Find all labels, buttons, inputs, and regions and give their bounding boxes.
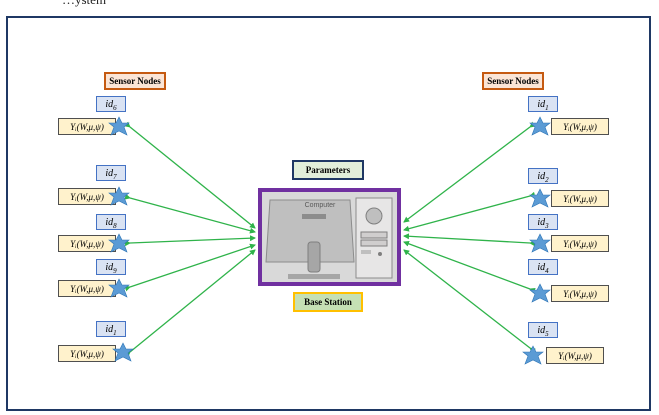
- sensor-star-icon: [529, 116, 551, 138]
- computer-icon: Computer: [262, 192, 397, 282]
- sensor-star-icon: [529, 233, 551, 255]
- top-caption-fragment: …ystem: [0, 0, 659, 14]
- computer-label: Computer: [305, 202, 336, 209]
- node-formula-right-1: Yᵢ(W,μ,ψ): [551, 118, 609, 135]
- base-station-label: Base Station: [293, 292, 363, 312]
- node-formula-right-5: Yᵢ(W,μ,ψ): [546, 347, 604, 364]
- arrow-left-7: [124, 193, 256, 234]
- arrow-right-1: [403, 121, 536, 223]
- node-id-left-6: id6: [96, 96, 126, 112]
- sensor-star-icon: [529, 283, 551, 305]
- node-id-right-3: id3: [528, 214, 558, 230]
- node-id-left-1: id1: [96, 321, 126, 337]
- node-formula-right-4: Yᵢ(W,μ,ψ): [551, 285, 609, 302]
- node-formula-right-2: Yᵢ(W,μ,ψ): [551, 190, 609, 207]
- sensor-nodes-title-right: Sensor Nodes: [482, 72, 544, 90]
- arrow-left-6: [124, 121, 256, 229]
- arrow-right-3: [403, 233, 536, 247]
- sensor-star-icon: [108, 233, 130, 255]
- top-caption-text: …ystem: [62, 0, 106, 8]
- sensor-star-icon: [529, 188, 551, 210]
- arrow-right-5: [403, 249, 536, 354]
- sensor-star-icon: [522, 345, 544, 367]
- node-id-right-1: id1: [528, 96, 558, 112]
- sensor-star-icon: [108, 116, 130, 138]
- sensor-star-icon: [108, 186, 130, 208]
- node-id-left-7: id7: [96, 165, 126, 181]
- node-formula-right-3: Yᵢ(W,μ,ψ): [551, 235, 609, 252]
- node-id-left-9: id9: [96, 259, 126, 275]
- diagram-frame: [6, 16, 651, 411]
- arrow-left-8: [124, 235, 256, 247]
- sensor-star-icon: [108, 278, 130, 300]
- node-id-right-4: id4: [528, 259, 558, 275]
- node-id-right-5: id5: [528, 322, 558, 338]
- node-formula-left-1: Yᵢ(W,μ,ψ): [58, 345, 116, 362]
- base-station-computer: Computer: [258, 188, 401, 286]
- node-id-right-2: id2: [528, 168, 558, 184]
- parameters-label: Parameters: [292, 160, 364, 180]
- arrow-right-2: [403, 191, 536, 232]
- sensor-star-icon: [112, 342, 134, 364]
- node-id-left-8: id8: [96, 214, 126, 230]
- arrow-left-1: [124, 249, 256, 358]
- sensor-nodes-title-left: Sensor Nodes: [104, 72, 166, 90]
